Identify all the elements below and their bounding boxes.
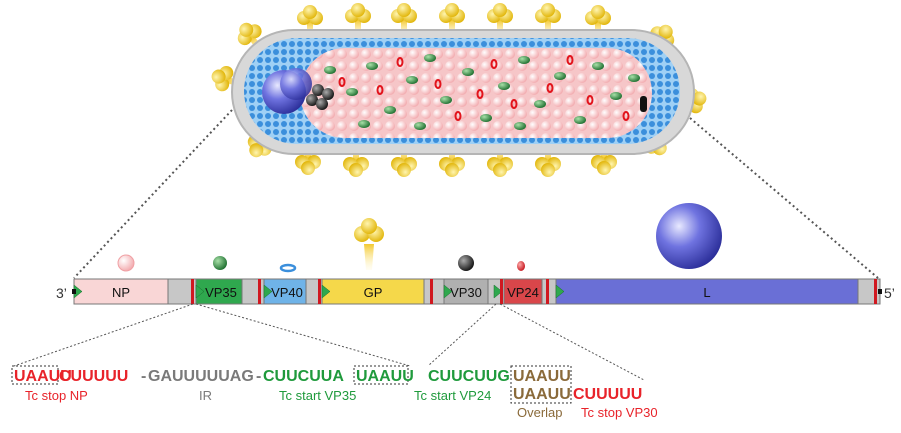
seq-stop-vp30: CUUUUU [573,386,642,403]
l-protein-icon [656,203,722,269]
zoom-seq-right-b [499,303,645,381]
zoom-seq-left-b [195,303,411,367]
gene-label-vp35: VP35 [205,285,237,300]
seq-intergenic-region: GAUUUUUAG [148,368,254,385]
nucleocapsid [300,48,652,138]
seq-dash-2: - [256,368,261,385]
vp24-protein-icon [517,261,525,271]
gene-label-vp40: VP40 [271,285,303,300]
gene-label-vp30: VP30 [450,285,482,300]
seq-overlap-top: UAAUU [513,368,571,385]
label-tc-stop-vp30: Tc stop VP30 [581,405,658,420]
sequence-vp30-vp24-junction: CUUCUUG UAAUU UAAUU CUUUUU Tc start VP24… [414,365,658,420]
gp-protein-icon [354,218,384,270]
rna-end-marker [640,96,647,112]
seq-start-vp35: CUUCUUA [263,368,344,385]
seq-dash-1: - [141,368,146,385]
overlap-box [510,365,572,404]
genome-end-3prime: 3’ [56,285,67,301]
zoom-seq-left-a [13,303,194,367]
transcription-start-signals [73,284,565,299]
vp30-protein-icon [458,255,474,271]
gene-label-np: NP [112,285,130,300]
gene-vp24 [503,278,543,305]
gene-np [73,278,169,305]
zoom-line-right [689,117,879,279]
genome-map: 3’ 5’ NP VP35 VP40 GP VP30 VP24 L [56,278,895,305]
nucleocapsid-proteins [324,54,640,130]
vp40-protein-icon [279,263,297,273]
gene-label-l: L [703,285,710,300]
transcription-stop-signals [191,279,877,304]
label-tc-start-vp35: Tc start VP35 [279,388,356,403]
zoom-line-left [73,109,233,279]
vp30-cluster [306,84,334,110]
seq-start-vp24: CUUCUUG [428,368,510,385]
zoom-seq-right-a [427,303,497,367]
label-overlap: Overlap [517,405,563,420]
gene-label-gp: GP [364,285,383,300]
gene-label-vp24: VP24 [507,285,539,300]
ebola-virion-illustration [207,3,711,177]
gene-l [555,278,859,305]
label-tc-stop-np: Tc stop NP [25,388,88,403]
gene-gp [321,278,425,305]
np-protein-icon [117,254,135,272]
sequence-np-vp35-junction: UAAUU CUUUUU - GAUUUUUAG - CUUCUUA UAAUU… [11,365,414,403]
seq-start-vp35-boxed: UAAUU [356,368,414,385]
label-tc-start-vp24: Tc start VP24 [414,388,491,403]
seq-cuuuuu: CUUUUU [59,368,128,385]
vp35-protein-icon [213,256,227,270]
label-ir: IR [199,388,212,403]
seq-overlap-bottom: UAAUU [513,386,571,403]
seq-stop-np: UAAUU [14,368,72,385]
genome-end-5prime: 5’ [884,285,895,301]
